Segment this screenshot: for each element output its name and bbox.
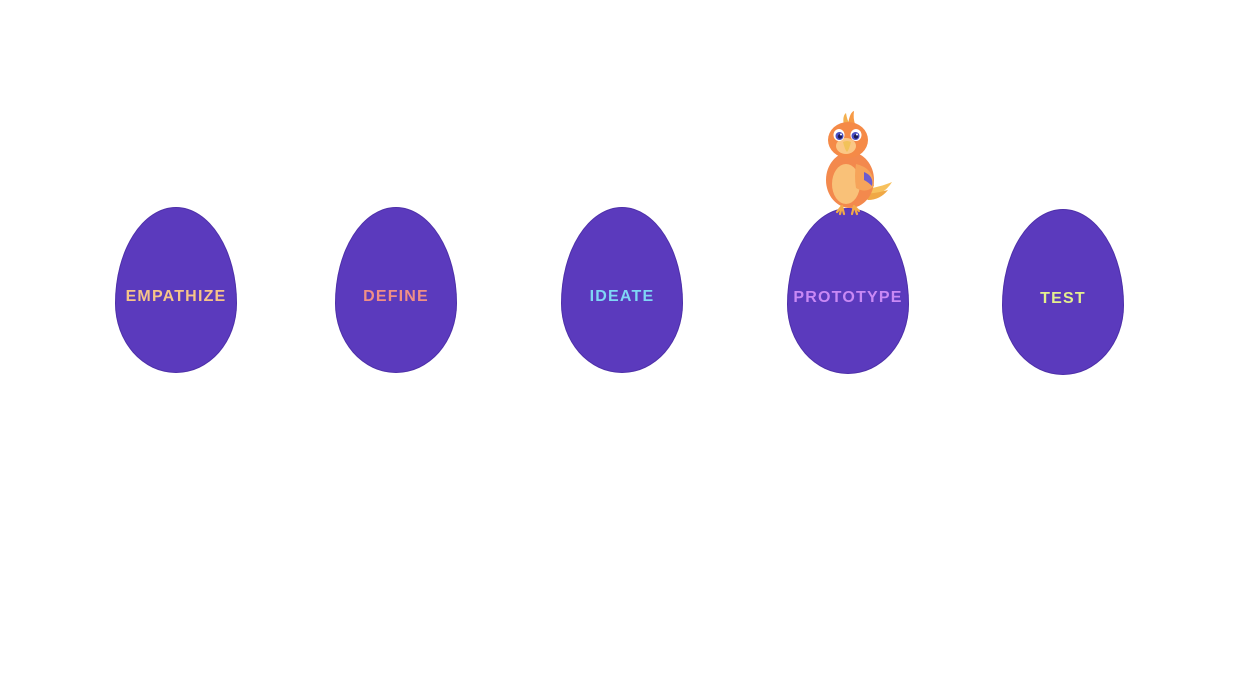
egg-define: DEFINE [335,207,457,373]
stage-label-ideate: IDEATE [589,288,655,305]
egg-prototype: PROTOTYPE [787,208,909,374]
stage-label-test: TEST [1040,290,1086,307]
egg-ideate: IDEATE [561,207,683,373]
stage-label-define: DEFINE [363,288,429,305]
bird-icon [826,111,892,216]
egg-test: TEST [1002,209,1124,375]
egg-empathize: EMPATHIZE [115,207,237,373]
stage-label-prototype: PROTOTYPE [793,289,903,306]
stage-label-empathize: EMPATHIZE [125,288,227,305]
